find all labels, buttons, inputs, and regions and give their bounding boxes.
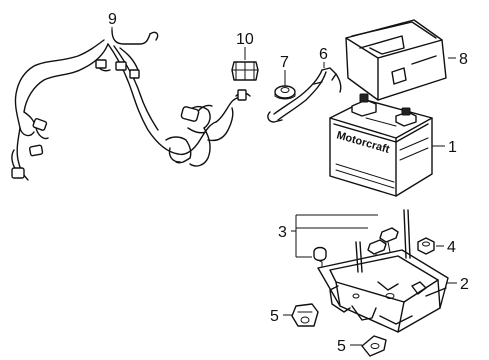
battery-insulator (345, 19, 447, 101)
callout-2: 2 (460, 276, 469, 293)
nut-part-4 (417, 237, 435, 255)
callout-6: 6 (319, 46, 328, 63)
callout-4: 4 (447, 239, 456, 256)
callout-3: 3 (278, 224, 287, 241)
callout-8: 8 (459, 51, 468, 68)
callouts: 9 10 7 6 8 1 3 4 2 5 5 (108, 11, 469, 355)
battery: Motorcraft (329, 93, 433, 197)
bolt-group (313, 227, 399, 271)
leader-lines (111, 27, 457, 346)
wiring-harness (11, 29, 251, 181)
callout-7: 7 (280, 54, 289, 71)
clip-lower (361, 335, 387, 357)
callout-5-upper: 5 (270, 308, 279, 325)
callout-1: 1 (448, 139, 457, 156)
battery-tray (317, 209, 449, 333)
callout-5-lower: 5 (337, 338, 346, 355)
terminal-cover (231, 61, 259, 81)
callout-9: 9 (108, 11, 117, 28)
nut-part-7 (274, 85, 296, 100)
leader-3 (291, 214, 378, 258)
battery-cable (267, 67, 342, 123)
clip-upper (291, 303, 319, 327)
bolt-upper (379, 227, 399, 253)
callout-10: 10 (236, 31, 254, 48)
